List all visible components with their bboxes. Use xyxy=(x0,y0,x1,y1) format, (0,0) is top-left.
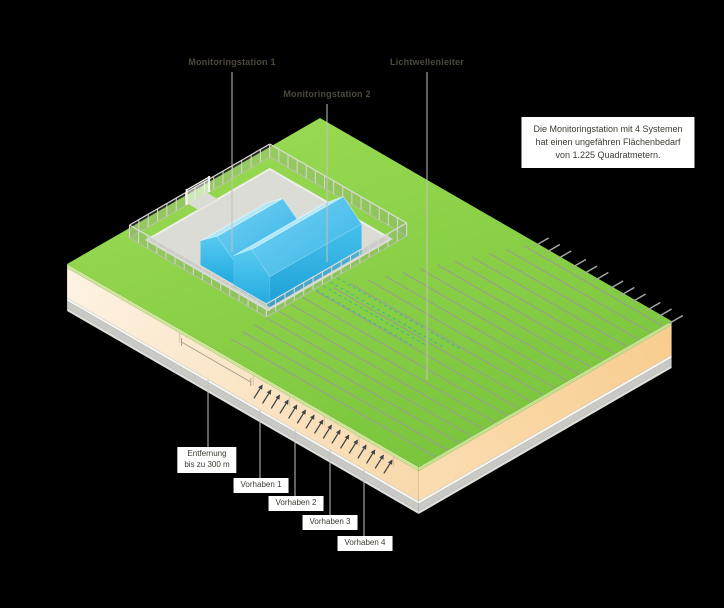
label-entfernung-line-1: Entfernung xyxy=(187,449,227,458)
label-vorhaben-4: Vorhaben 4 xyxy=(337,536,393,551)
info-box-line-1: Die Monitoringstation mit 4 Systemen xyxy=(533,124,683,134)
planned-cable-dashed-lines xyxy=(316,277,461,350)
compound-fence-front xyxy=(128,222,408,318)
label-leader-lines xyxy=(207,72,428,536)
label-vorhaben-1: Vorhaben 1 xyxy=(233,478,289,493)
label-entfernung-line-2: bis zu 300 m xyxy=(184,459,230,469)
info-box: Die Monitoringstation mit 4 Systemen hat… xyxy=(521,117,695,169)
label-monitoringstation-2: Monitoringstation 2 xyxy=(283,89,371,99)
label-vorhaben-2: Vorhaben 2 xyxy=(268,496,324,511)
monitoring-station-2-building xyxy=(233,195,363,307)
ground-slab-side-faces xyxy=(67,264,672,514)
info-box-line-2: hat einen ungefähren Flächenbedarf xyxy=(535,137,681,148)
cable-exit-ticks-northeast-edge xyxy=(534,237,684,325)
info-box-line-3: von 1.225 Quadratmetern. xyxy=(555,150,661,161)
label-vorhaben-3: Vorhaben 3 xyxy=(302,515,358,530)
edge-apron-vorhaben-connections xyxy=(179,333,395,474)
compound-gate xyxy=(185,176,211,205)
label-entfernung: Entfernung bis zu 300 m xyxy=(177,447,237,473)
fiber-cable-lines xyxy=(230,245,664,458)
label-monitoringstation-1: Monitoringstation 1 xyxy=(188,57,276,67)
label-lichtwellenleiter: Lichtwellenleiter xyxy=(390,57,464,67)
